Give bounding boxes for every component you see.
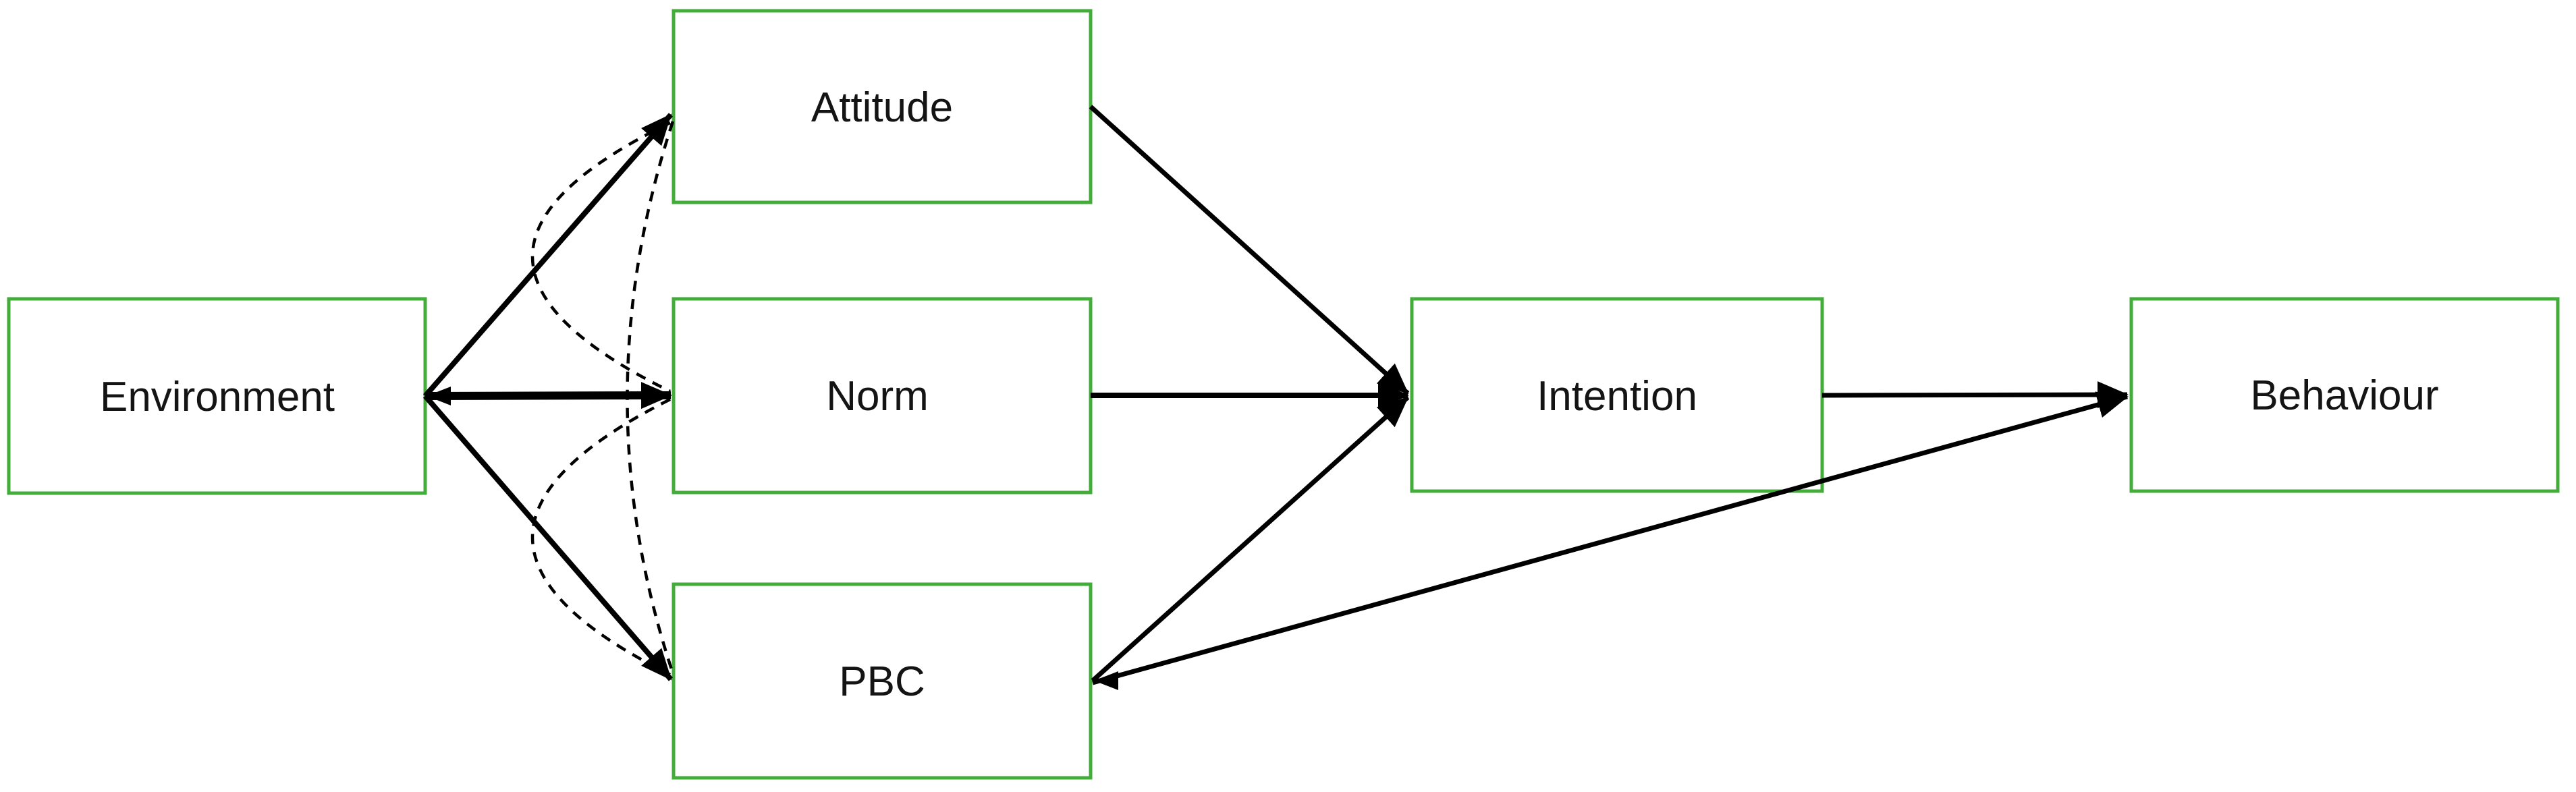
edge-pbc-intention <box>1091 395 1410 683</box>
edge-attitude-norm-dashed-arc <box>530 121 671 393</box>
node-label-norm: Norm <box>826 373 929 420</box>
junction-arrowhead-environment <box>427 387 451 405</box>
node-label-attitude: Attitude <box>811 84 953 131</box>
edge-environment-pbc <box>422 394 674 681</box>
node-label-pbc: PBC <box>839 658 925 705</box>
node-box-intention <box>1410 297 1824 493</box>
node-boxes <box>7 9 2560 780</box>
junction-arrowhead-pbc <box>1094 671 1118 690</box>
node-labels: Environment Attitude Norm PBC Intention … <box>100 84 2439 705</box>
edge-pbc-behaviour <box>1092 391 2129 685</box>
node-box-environment <box>7 297 427 495</box>
node-box-pbc <box>672 582 1093 780</box>
node-label-behaviour: Behaviour <box>2250 372 2438 419</box>
edge-environment-attitude <box>422 113 674 398</box>
edge-attitude-intention <box>1089 105 1410 395</box>
node-box-attitude <box>672 9 1093 204</box>
edges <box>422 105 2129 690</box>
edge-norm-pbc-dashed-arc <box>530 397 672 677</box>
node-box-behaviour <box>2129 297 2560 493</box>
node-label-environment: Environment <box>100 374 335 420</box>
node-label-intention: Intention <box>1537 373 1697 420</box>
edge-environment-norm <box>424 382 672 409</box>
node-box-norm <box>672 297 1093 494</box>
